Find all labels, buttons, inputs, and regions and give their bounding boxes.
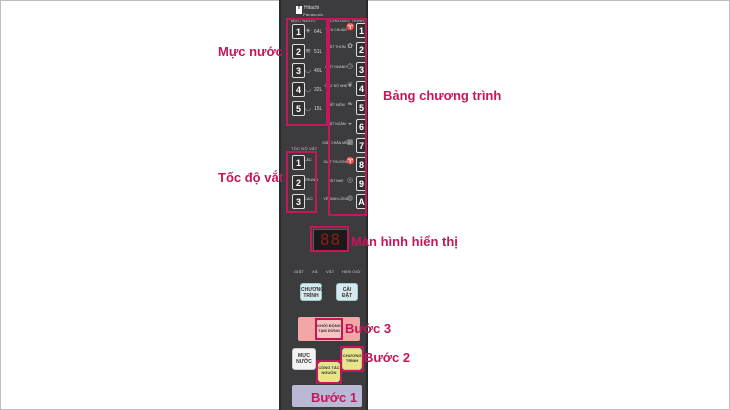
tub-icon: ◡ <box>304 86 312 93</box>
flower-icon: ✿ <box>347 43 353 50</box>
spin-speed-label-3: CAO <box>304 196 313 201</box>
spin-speed-label-1: LẮC <box>304 157 312 162</box>
tub-icon: ◡ <box>304 105 312 112</box>
blanket-icon: ▦ <box>346 139 354 146</box>
program-highlight <box>328 18 367 216</box>
callout-step2: Bước 2 <box>364 350 411 365</box>
water-level-label-4: 32L <box>314 87 323 93</box>
leaf-icon: ❧ <box>347 101 353 108</box>
callout-step3: Bước 3 <box>345 321 392 336</box>
water-level-button-3[interactable]: 3 <box>292 63 305 78</box>
program-label-5: TIẾT KIỆM <box>327 103 345 107</box>
callout-step1: Bước 1 <box>311 390 358 405</box>
bottom-panel-strip <box>292 385 362 407</box>
water-level-button-1[interactable]: 1 <box>292 24 305 39</box>
program-select-button[interactable]: CHƯƠNG TRÌNH <box>300 283 324 301</box>
callout-spin-speed: Tốc độ vắt <box>218 170 284 185</box>
program-label-4: GIẶT ĐỒ NHẸ <box>324 84 348 88</box>
sun-icon: ☀ <box>304 28 312 35</box>
water-icon: ≋ <box>305 48 311 55</box>
program-label-3: GIẶT NHANH <box>325 65 347 69</box>
water-level-button-5[interactable]: 5 <box>292 101 305 116</box>
spin-speed-button-3[interactable]: 3 <box>292 194 305 209</box>
callout-water-level: Mực nước <box>218 44 283 59</box>
water-level-button-4[interactable]: 4 <box>292 82 305 97</box>
spin-speed-label-2: TRUNG <box>304 177 319 182</box>
spin-header: TỐC ĐỘ VẮT <box>291 146 318 151</box>
indicator-label-wash: GIẶT <box>294 269 305 274</box>
callout-display: Màn hình hiển thị <box>351 234 458 249</box>
indicator-label-rinse: XẢ <box>312 269 318 274</box>
water-level-label-2: 51L <box>314 49 323 55</box>
program-label-a: VỆ SINH LỒNG <box>323 197 349 201</box>
program-label-2: GIẶT THƠM <box>326 45 346 49</box>
indicator-label-spin: VẮT <box>326 269 335 274</box>
soak-icon: ◒ <box>347 120 353 127</box>
clock-icon: ◷ <box>346 63 354 70</box>
settings-button[interactable]: CÀI ĐẶT <box>336 283 358 301</box>
water-level-button-2[interactable]: 2 <box>292 44 305 59</box>
callout-program-table: Bảng chương trình <box>383 88 502 103</box>
start-pause-button[interactable]: KHỞI ĐỘNG TẠM DỪNG <box>317 320 341 338</box>
tub-icon: ◡ <box>304 67 312 74</box>
program-label-6: GIẶT NGÂM <box>326 122 346 126</box>
water-level-key[interactable]: MỰC NƯỚC <box>292 348 316 370</box>
shirt-icon: ♈ <box>346 24 355 31</box>
brand-line1: Hitachi <box>304 5 320 11</box>
drum-icon: ◍ <box>346 195 354 202</box>
water-level-label-5: 15L <box>314 106 323 112</box>
spin-icon: ◎ <box>346 177 354 184</box>
power-button[interactable]: CÔNG TẮC NGUỒN <box>318 362 340 382</box>
water-level-highlight <box>286 18 328 126</box>
program-label-9: VẮT NHẸ <box>328 179 344 183</box>
feather-icon: ❦ <box>347 82 353 89</box>
indicator-label-timer: HẸN GIỜ <box>342 269 361 274</box>
water-header: MỰC NƯỚC <box>291 18 316 23</box>
spin-speed-button-1[interactable]: 1 <box>292 155 305 170</box>
program-key[interactable]: CHƯƠNG TRÌNH <box>342 348 362 370</box>
program-label-8: GIẶT THƯỜNG <box>323 160 349 164</box>
spin-speed-button-2[interactable]: 2 <box>292 175 305 190</box>
program-header: CHƯƠNG TRÌNH <box>330 18 365 23</box>
brand-line2: Panasonic <box>303 12 324 17</box>
shirt-icon: ♈ <box>346 158 355 165</box>
spin-speed-highlight <box>286 151 317 213</box>
program-label-1: TIÊU CHUẨN <box>325 28 347 32</box>
program-label-7: GIẶT CHĂN MỀN <box>322 141 350 145</box>
display-highlight <box>310 226 349 252</box>
brand-logo-icon: f <box>296 5 302 14</box>
step3-highlight <box>315 318 343 340</box>
step2-highlight <box>340 346 364 372</box>
water-level-label-3: 40L <box>314 68 323 74</box>
water-level-label-1: 64L <box>314 29 323 35</box>
step1-highlight <box>316 360 342 384</box>
